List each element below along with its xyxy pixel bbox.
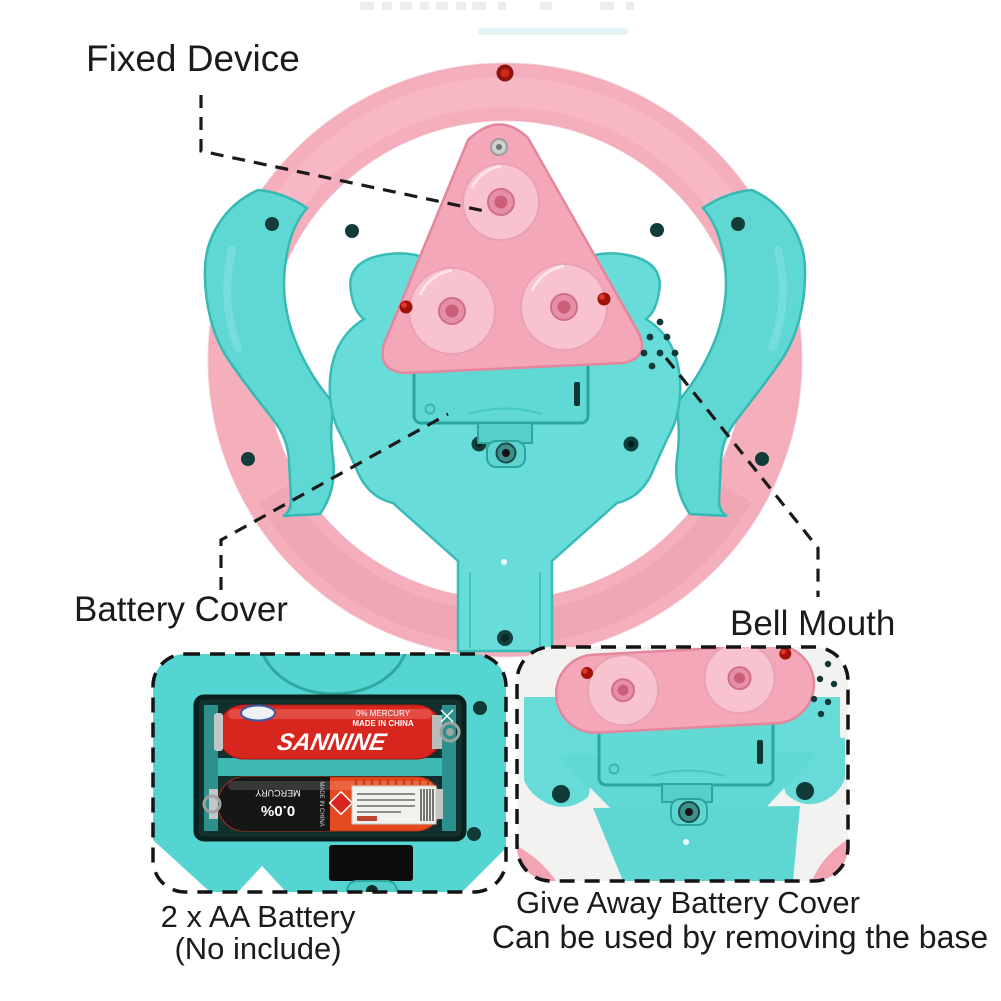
- cropped-top-smudge: [478, 28, 628, 35]
- svg-text:MERCURY: MERCURY: [255, 788, 300, 798]
- warning-diamond-icon: [328, 790, 354, 816]
- suction-plate: [381, 123, 644, 375]
- crossed-bin-icon: [440, 709, 454, 723]
- caption-giveaway-line2: Can be used by removing the base: [491, 919, 989, 955]
- steering-wheel: [203, 62, 807, 658]
- leader-bell-mouth: [664, 357, 820, 597]
- cropped-top-text: [360, 2, 634, 10]
- back-closeup-inset: [515, 645, 850, 883]
- caption-battery-count-line1: 2 x AA Battery: [160, 899, 356, 934]
- inset-suction-plate: [554, 647, 816, 734]
- right-inset-border: [515, 645, 850, 883]
- leader-fixed-device: [199, 95, 490, 214]
- label-battery-cover: Battery Cover: [74, 590, 288, 629]
- suction-cup-left: [408, 267, 496, 355]
- suction-cup-top: [462, 163, 540, 241]
- battery-brand: SANNINE: [275, 729, 389, 756]
- caption-battery-count-line2: (No include): [174, 931, 342, 966]
- label-bell-mouth: Bell Mouth: [730, 604, 896, 643]
- leader-battery-cover: [219, 412, 449, 590]
- bell-mouth-holes: [640, 318, 679, 370]
- svg-text:0.0%: 0.0%: [261, 802, 295, 819]
- left-inset-border: [151, 652, 508, 894]
- battery-compartment-inset: 0% MERCURY MADE IN CHINA SANNINE 0.0% ME…: [151, 652, 508, 894]
- inset-bell-mouth-holes: [810, 660, 838, 718]
- svg-text:0% MERCURY: 0% MERCURY: [356, 709, 411, 718]
- red-led-left: [399, 300, 413, 314]
- battery-black-orange: 0.0% MERCURY MADE IN CHINA: [202, 776, 443, 832]
- caption-giveaway-line1: Give Away Battery Cover: [515, 885, 860, 920]
- base-slot: [329, 845, 413, 881]
- battery-cover: [412, 355, 590, 468]
- label-fixed-device: Fixed Device: [86, 38, 300, 79]
- right-grip: [674, 188, 807, 518]
- left-grip: [203, 188, 336, 518]
- cover-latch-slot: [574, 382, 580, 406]
- suction-cup-right: [520, 263, 608, 351]
- svg-text:MADE IN CHINA: MADE IN CHINA: [318, 781, 324, 826]
- battery-red: 0% MERCURY MADE IN CHINA SANNINE: [214, 704, 461, 760]
- svg-text:MADE IN CHINA: MADE IN CHINA: [352, 719, 414, 728]
- red-led-right: [597, 292, 611, 306]
